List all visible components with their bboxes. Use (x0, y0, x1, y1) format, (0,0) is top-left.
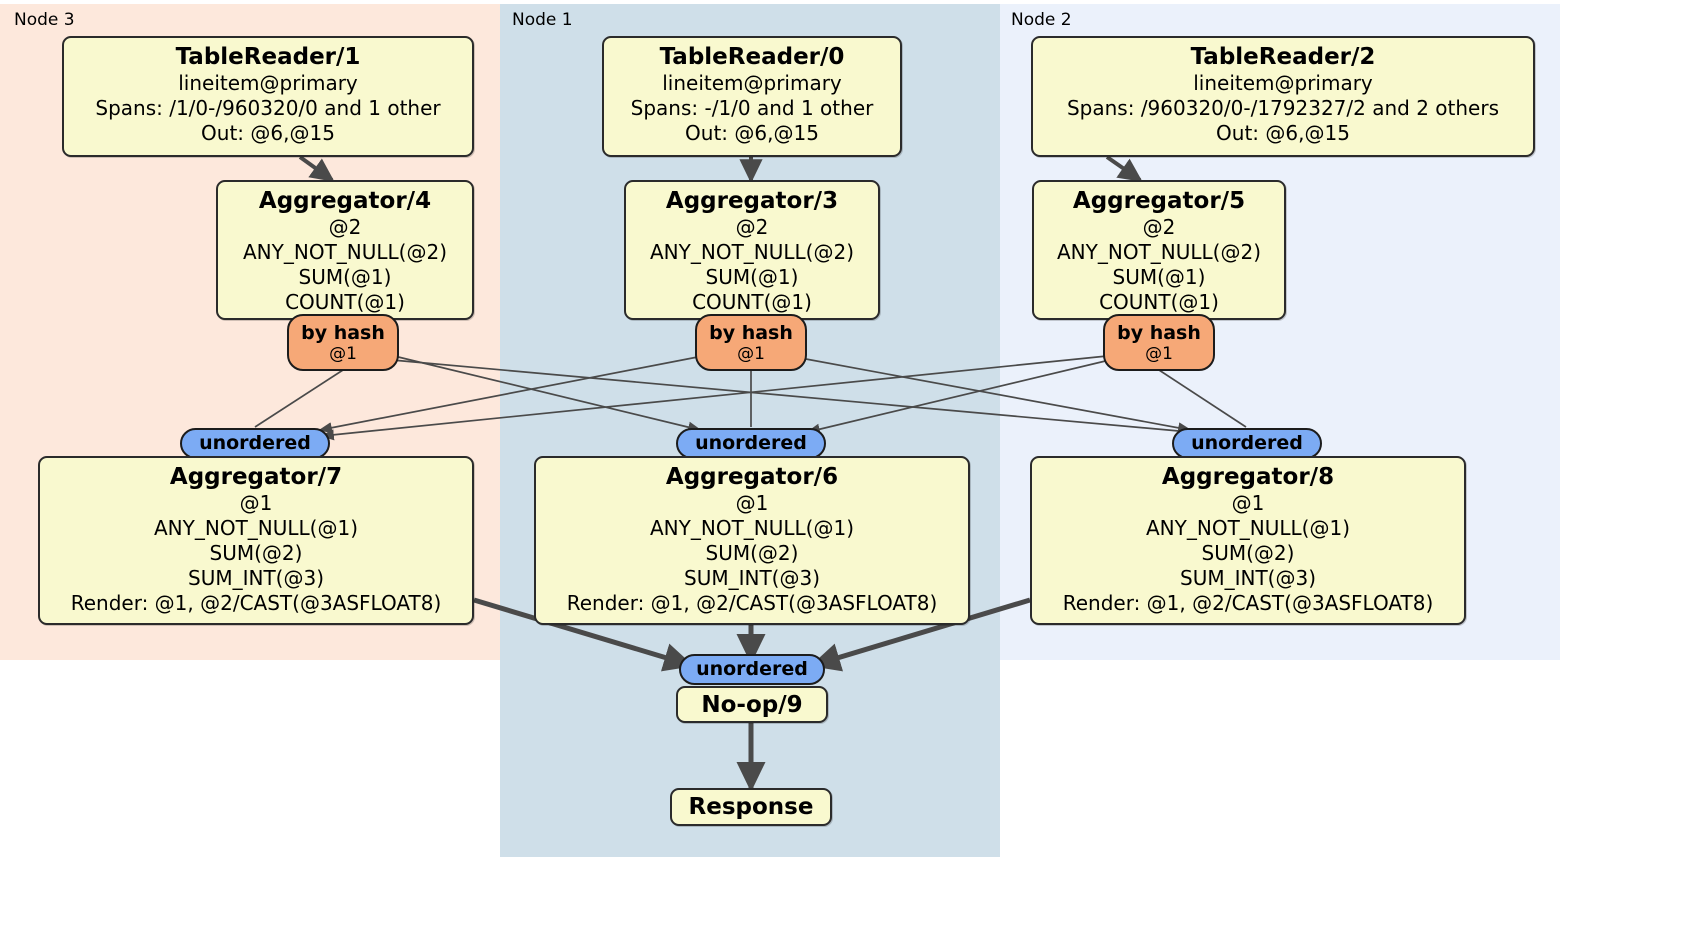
processor-title: TableReader/0 (659, 44, 845, 70)
processor-detail-line: Spans: /960320/0-/1792327/2 and 2 others (1066, 96, 1499, 120)
processor-title: Aggregator/6 (665, 464, 839, 490)
processor-detail-line: ANY_NOT_NULL(@1) (1146, 516, 1350, 540)
processor-render-line: Render: @1, @2/CAST(@3ASFLOAT8) (70, 591, 442, 615)
synchronizer-label: unordered (199, 432, 311, 454)
processor-aggregator-4[interactable]: Aggregator/4 @2 ANY_NOT_NULL(@2) SUM(@1)… (216, 180, 474, 320)
processor-render-line: Render: @1, @2/CAST(@3ASFLOAT8) (1062, 591, 1434, 615)
processor-detail-line: Spans: -/1/0 and 1 other (630, 96, 874, 120)
processor-detail-line: SUM(@2) (1201, 541, 1295, 565)
processor-detail-line: ANY_NOT_NULL(@2) (243, 240, 447, 264)
processor-render-line: Render: @1, @2/CAST(@3ASFLOAT8) (566, 591, 938, 615)
processor-detail-line: COUNT(@1) (285, 290, 405, 314)
processor-detail-line: SUM_INT(@3) (1180, 566, 1316, 590)
synchronizer-label: unordered (1191, 432, 1303, 454)
router-type-label: by hash (709, 321, 793, 344)
processor-title: Aggregator/3 (665, 188, 839, 214)
router-column-label: @1 (1145, 343, 1173, 364)
processor-table-reader-0[interactable]: TableReader/0 lineitem@primary Spans: -/… (602, 36, 902, 157)
processor-detail-line: SUM_INT(@3) (684, 566, 820, 590)
processor-detail-line: SUM(@1) (298, 265, 392, 289)
processor-detail-line: lineitem@primary (1193, 71, 1373, 95)
processor-detail-line: SUM(@2) (705, 541, 799, 565)
processor-detail-line: COUNT(@1) (1099, 290, 1219, 314)
processor-detail-line: ANY_NOT_NULL(@1) (650, 516, 854, 540)
processor-detail-line: ANY_NOT_NULL(@1) (154, 516, 358, 540)
processor-detail-line: @1 (735, 491, 769, 515)
router-by-hash-center[interactable]: by hash @1 (695, 314, 807, 371)
processor-detail-line: @1 (1231, 491, 1265, 515)
processor-detail-line: lineitem@primary (178, 71, 358, 95)
processor-detail-line: @1 (239, 491, 273, 515)
processor-aggregator-3[interactable]: Aggregator/3 @2 ANY_NOT_NULL(@2) SUM(@1)… (624, 180, 880, 320)
processor-response[interactable]: Response (670, 788, 832, 826)
processor-table-reader-2[interactable]: TableReader/2 lineitem@primary Spans: /9… (1031, 36, 1535, 157)
processor-title: No-op/9 (701, 691, 803, 718)
processor-detail-line: Spans: /1/0-/960320/0 and 1 other (95, 96, 441, 120)
processor-detail-line: ANY_NOT_NULL(@2) (650, 240, 854, 264)
synchronizer-label: unordered (695, 432, 807, 454)
processor-detail-line: COUNT(@1) (692, 290, 812, 314)
synchronizer-unordered-final[interactable]: unordered (679, 654, 825, 685)
router-column-label: @1 (329, 343, 357, 364)
processor-aggregator-6[interactable]: Aggregator/6 @1 ANY_NOT_NULL(@1) SUM(@2)… (534, 456, 970, 625)
node-panel-label-node2: Node 2 (1011, 10, 1072, 30)
processor-aggregator-7[interactable]: Aggregator/7 @1 ANY_NOT_NULL(@1) SUM(@2)… (38, 456, 474, 625)
processor-title: Response (688, 794, 814, 820)
router-by-hash-left[interactable]: by hash @1 (287, 314, 399, 371)
processor-detail-line: SUM(@1) (1112, 265, 1206, 289)
processor-title: TableReader/1 (175, 44, 361, 70)
processor-detail-line: SUM_INT(@3) (188, 566, 324, 590)
processor-detail-line: Out: @6,@15 (685, 121, 819, 145)
router-by-hash-right[interactable]: by hash @1 (1103, 314, 1215, 371)
processor-aggregator-5[interactable]: Aggregator/5 @2 ANY_NOT_NULL(@2) SUM(@1)… (1032, 180, 1286, 320)
router-type-label: by hash (1117, 321, 1201, 344)
processor-no-op-9[interactable]: No-op/9 (676, 686, 828, 723)
processor-detail-line: lineitem@primary (662, 71, 842, 95)
processor-table-reader-1[interactable]: TableReader/1 lineitem@primary Spans: /1… (62, 36, 474, 157)
node-panel-label-node3: Node 3 (14, 10, 75, 30)
router-column-label: @1 (737, 343, 765, 364)
processor-aggregator-8[interactable]: Aggregator/8 @1 ANY_NOT_NULL(@1) SUM(@2)… (1030, 456, 1466, 625)
synchronizer-label: unordered (696, 658, 808, 680)
router-type-label: by hash (301, 321, 385, 344)
processor-detail-line: SUM(@1) (705, 265, 799, 289)
processor-detail-line: @2 (735, 215, 769, 239)
processor-detail-line: Out: @6,@15 (1216, 121, 1350, 145)
processor-detail-line: Out: @6,@15 (201, 121, 335, 145)
synchronizer-unordered-center[interactable]: unordered (676, 428, 826, 459)
processor-title: Aggregator/4 (258, 188, 432, 214)
synchronizer-unordered-right[interactable]: unordered (1172, 428, 1322, 459)
node-panel-label-node1: Node 1 (512, 10, 573, 30)
processor-detail-line: SUM(@2) (209, 541, 303, 565)
processor-title: Aggregator/8 (1161, 464, 1335, 490)
processor-detail-line: @2 (328, 215, 362, 239)
processor-title: Aggregator/7 (169, 464, 343, 490)
processor-title: Aggregator/5 (1072, 188, 1246, 214)
processor-detail-line: @2 (1142, 215, 1176, 239)
synchronizer-unordered-left[interactable]: unordered (180, 428, 330, 459)
processor-title: TableReader/2 (1190, 44, 1376, 70)
processor-detail-line: ANY_NOT_NULL(@2) (1057, 240, 1261, 264)
